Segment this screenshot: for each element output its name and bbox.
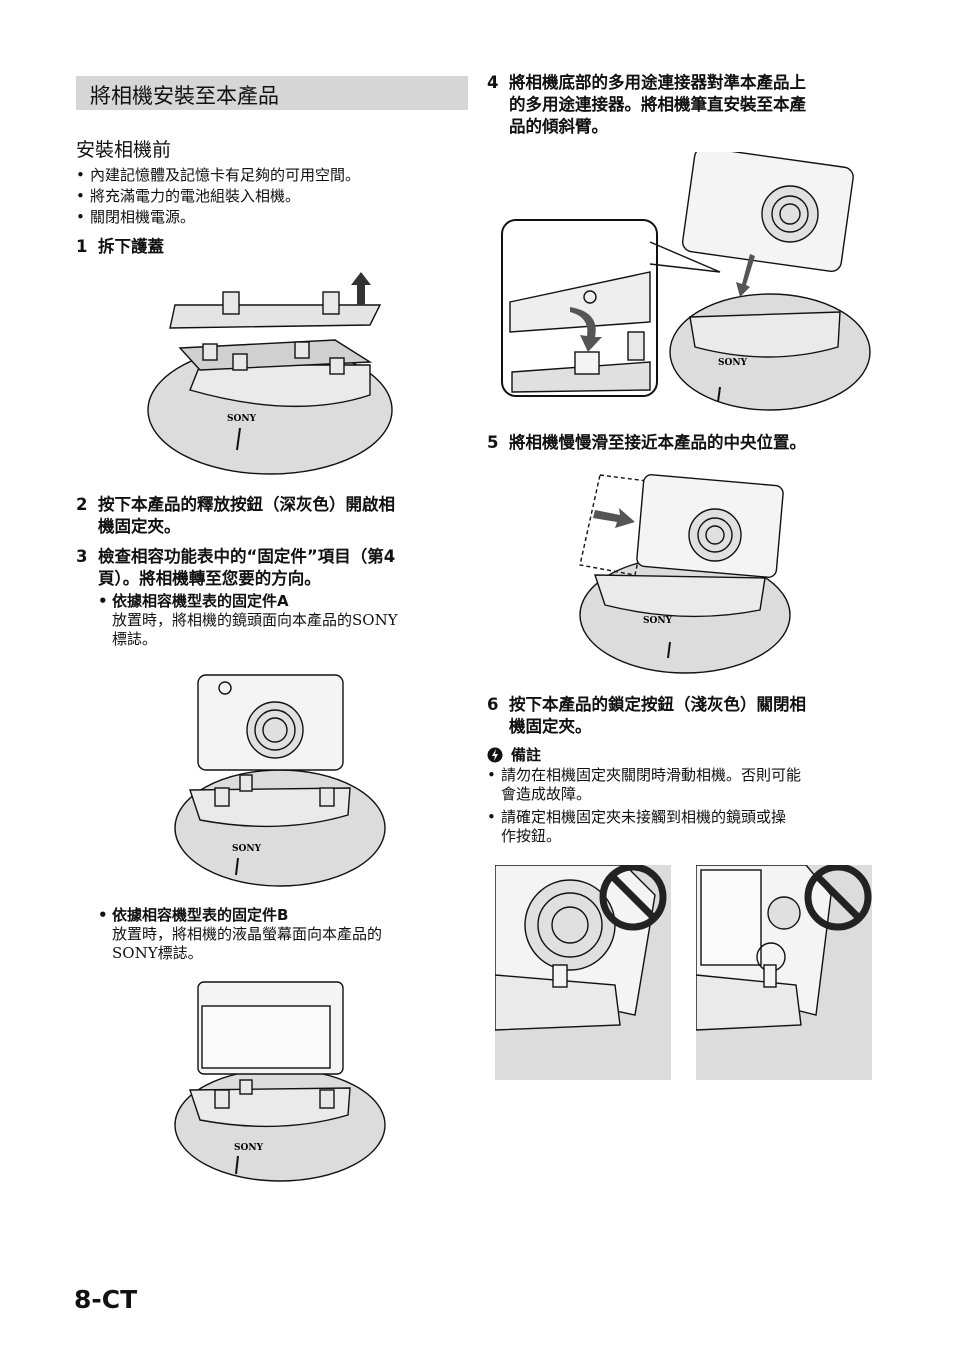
prohibited-icon [804,865,872,931]
figure-attachment-a: SONY [174,674,386,887]
page-number: 8-CT [74,1285,138,1314]
figure-slide-camera: SONY [579,474,791,674]
list-item: •請勿在相機固定夾關閉時滑動相機。否則可能 [487,766,802,784]
list-item: •內建記憶體及記憶卡有足夠的可用空間。 [76,166,361,184]
sony-logo: SONY [232,844,262,854]
list-item: •請確定相機固定夾未接觸到相機的鏡頭或操 [487,808,787,826]
list-item: •關閉相機電源。 [76,208,196,226]
figure-remove-cover: SONY [147,272,393,475]
note-list: •請勿在相機固定夾關閉時滑動相機。否則可能 會造成故障。 •請確定相機固定夾未接… [487,766,887,846]
sony-logo: SONY [227,414,257,424]
sony-logo: SONY [718,358,748,368]
section-title-bar: 將相機安裝至本產品 [76,76,468,110]
list-item: •將充滿電力的電池組裝入相機。 [76,187,301,205]
before-heading: 安裝相機前 [76,139,172,161]
section-title: 將相機安裝至本產品 [90,84,279,108]
note-heading: 備註 [487,744,541,766]
prohibited-icon [599,865,667,931]
caution-icon [487,747,503,763]
figure-attachment-b: SONY [174,981,386,1182]
figure-warning-lens [495,865,671,1080]
before-list: •內建記憶體及記憶卡有足夠的可用空間。 •將充滿電力的電池組裝入相機。 •關閉相… [76,166,476,227]
sub-a: •依據相容機型表的固定件A 放置時，將相機的鏡頭面向本產品的SONY 標誌。 [98,592,398,648]
figure-connector-alignment: SONY [501,152,871,411]
figure-warning-buttons [696,865,872,1080]
sub-b: •依據相容機型表的固定件B 放置時，將相機的液晶螢幕面向本產品的 SONY標誌。 [98,906,383,962]
sony-logo: SONY [234,1143,264,1153]
sony-logo: SONY [643,616,673,626]
